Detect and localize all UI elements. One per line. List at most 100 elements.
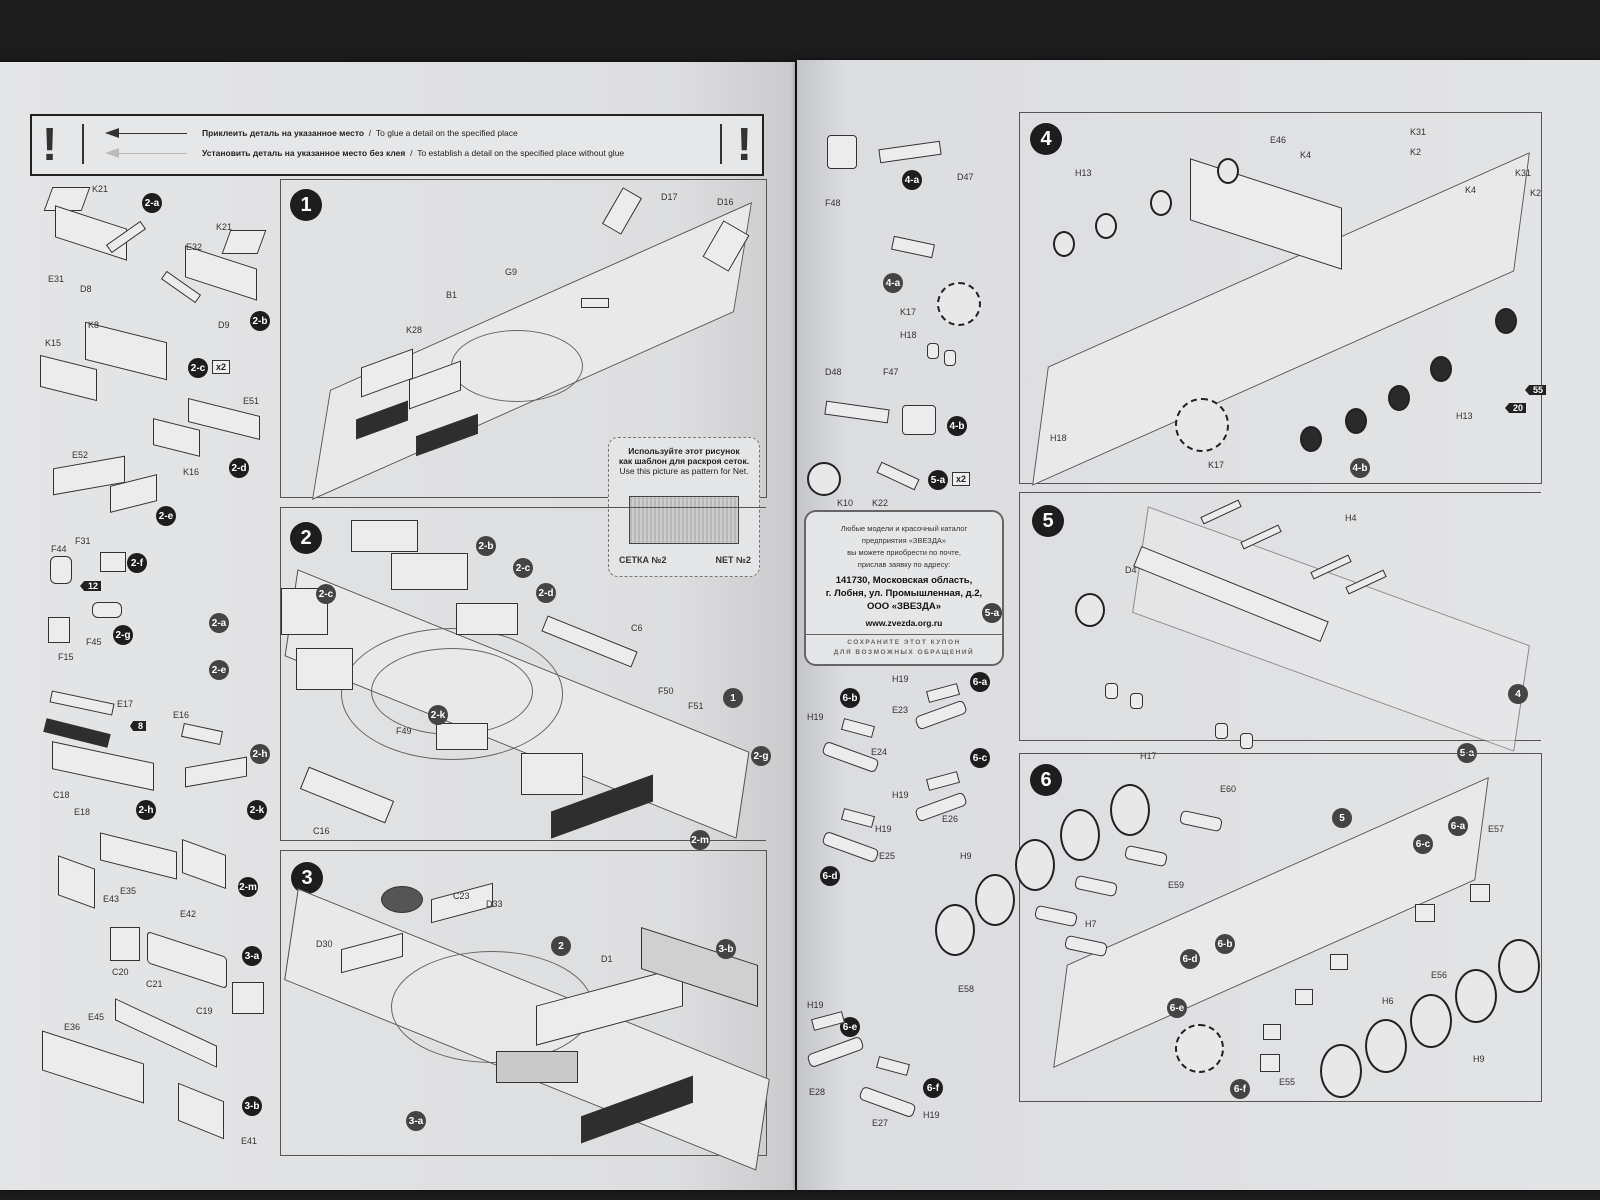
net-pattern-swatch: [629, 496, 739, 544]
label-e28: E28: [809, 1087, 826, 1097]
part-k15: [40, 354, 97, 402]
badge-6f: 6-f: [923, 1078, 943, 1098]
label-c6: C6: [631, 623, 643, 633]
part-e36: [42, 1030, 144, 1104]
part-h19: [875, 1056, 911, 1076]
badge-2a: 2-a: [142, 193, 162, 213]
label-k28: K28: [406, 325, 423, 335]
exclamation-icon: !: [736, 118, 752, 170]
label-d16: D16: [717, 197, 734, 207]
badge-3a: 3-a: [242, 946, 262, 966]
label-e24: E24: [871, 747, 888, 757]
part-2h-sub: [185, 756, 247, 788]
label-e17: E17: [117, 699, 134, 709]
step-number-2: 2: [290, 522, 322, 554]
sprocket: [1175, 1024, 1224, 1073]
part-e31: [55, 205, 127, 261]
label-e18: E18: [74, 807, 91, 817]
road-wheel-h9: [1498, 939, 1540, 993]
label-d17: D17: [661, 192, 678, 202]
label-h19: H19: [923, 1110, 940, 1120]
coupon-divider: [806, 634, 1002, 635]
label-h17: H17: [1140, 751, 1157, 761]
badge-2d: 2-d: [229, 458, 249, 478]
road-wheel-h9: [1015, 839, 1055, 891]
label-k15: K15: [45, 338, 62, 348]
road-wheel-h9: [1320, 1044, 1362, 1098]
badge-2m: 2-m: [238, 877, 258, 897]
label-b1: B1: [446, 290, 458, 300]
label-k4: K4: [1300, 150, 1312, 160]
step-number-5: 5: [1032, 505, 1064, 537]
label-e52: E52: [72, 450, 89, 460]
badge-ref-6a: 6-a: [1448, 816, 1468, 836]
step-6-panel: 6 5 6-a 6-c 6-b 6-d 6-e 6-f E60 E59 H9 H…: [935, 753, 1542, 1102]
part-k21: [43, 187, 91, 211]
part-f48: [827, 135, 857, 169]
part-e16: [180, 722, 224, 746]
part-f31: [100, 552, 126, 572]
part-d33: [431, 882, 493, 924]
part-h18: [944, 350, 956, 366]
part-e27: [858, 1085, 917, 1119]
hull-underside: [1132, 506, 1530, 752]
label-d30: D30: [316, 939, 333, 949]
badge-2k: 2-k: [247, 800, 267, 820]
badge-ref-2c: 2-c: [513, 558, 533, 578]
label-d48: D48: [825, 367, 842, 377]
badge-2e: 2-e: [156, 506, 176, 526]
part-e42: [182, 838, 226, 890]
badge-2h: 2-h: [136, 800, 156, 820]
label-e45: E45: [88, 1012, 105, 1022]
part-4a-ref: [891, 235, 935, 259]
part-f44: [50, 556, 72, 584]
part-e58: [1064, 934, 1108, 958]
part-d47: [878, 140, 942, 164]
part-h19: [925, 771, 961, 791]
paint-ref-55: 55: [1525, 385, 1547, 395]
badge-ref-2c: 2-c: [316, 584, 336, 604]
badge-ref-5a: 5-a: [982, 603, 1002, 623]
badge-text: 2-h: [252, 748, 268, 760]
coupon-line-4: прислав заявку по адресу:: [857, 560, 951, 569]
part-e46: [1190, 158, 1342, 270]
badge-ref-2e: 2-e: [209, 660, 229, 680]
label-h19: H19: [892, 790, 909, 800]
badge-3b: 3-b: [242, 1096, 262, 1116]
part-e56: [1415, 904, 1435, 922]
roller-h13: [1053, 231, 1075, 257]
part-k10: [807, 462, 841, 496]
part-h17: [1240, 733, 1253, 749]
label-e46: E46: [1270, 135, 1287, 145]
part-g9: [581, 298, 609, 308]
badge-ref-3a: 3-a: [406, 1111, 426, 1131]
label-e31: E31: [48, 274, 65, 284]
part-e41: [178, 1082, 224, 1140]
part-e57: [1470, 884, 1490, 902]
road-wheel-h9: [1110, 784, 1150, 836]
part-h7: [1034, 904, 1078, 928]
coupon-footer-2: ДЛЯ ВОЗМОЖНЫХ ОБРАЩЕНИЙ: [833, 649, 975, 656]
part-f15: [48, 617, 70, 643]
label-c19: C19: [196, 1006, 213, 1016]
road-wheel-h9: [935, 904, 975, 956]
part-k22: [876, 461, 920, 491]
box-2d: [456, 603, 518, 635]
badge-6b: 6-b: [840, 688, 860, 708]
label-e32: E32: [186, 242, 203, 252]
multiplier-x2: x2: [952, 472, 971, 486]
label-g9: G9: [505, 267, 518, 277]
part-h17: [1105, 683, 1118, 699]
part-h18: [927, 343, 939, 359]
part-h4: [1240, 524, 1282, 550]
part-k21: [221, 230, 267, 254]
net-text-en: Use this picture as pattern for Net.: [619, 466, 749, 476]
label-h9: H9: [960, 851, 972, 861]
label-c20: C20: [112, 967, 129, 977]
left-page: ! Приклеить деталь на указанное место / …: [0, 62, 795, 1190]
badge-2c: 2-c: [188, 358, 208, 378]
badge-4a: 4-a: [902, 170, 922, 190]
badge-ref-2g: 2-g: [751, 746, 771, 766]
label-e56: E56: [1431, 970, 1448, 980]
badge-ref-2m: 2-m: [690, 830, 710, 850]
